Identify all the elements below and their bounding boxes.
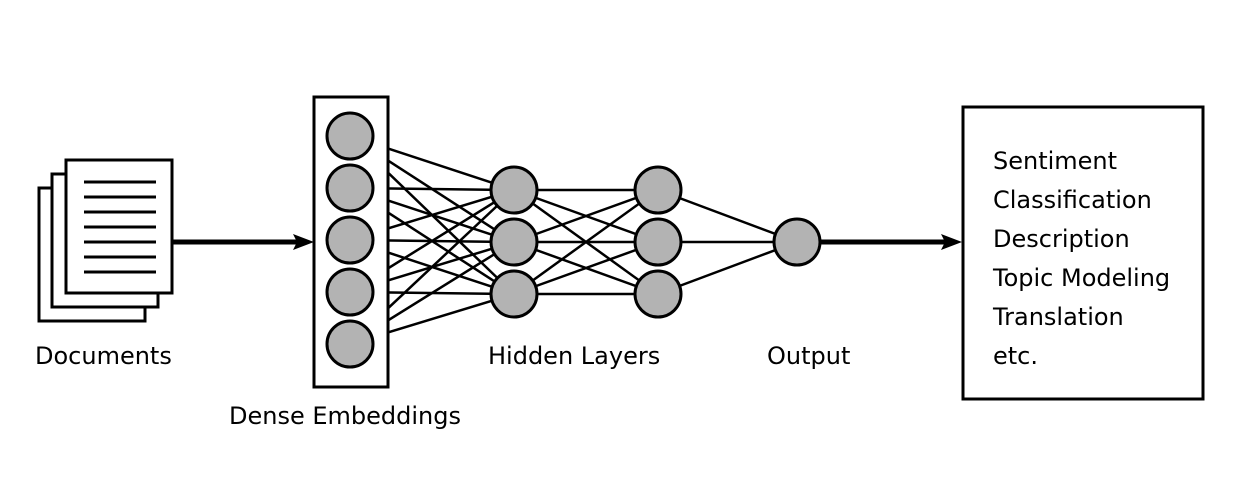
task-item: Sentiment — [993, 147, 1118, 175]
embedding-node — [325, 319, 375, 369]
hidden1-node — [489, 217, 539, 267]
network-nodes — [325, 111, 822, 369]
hidden1-node — [489, 269, 539, 319]
embedding-node — [325, 215, 375, 265]
task-item: Topic Modeling — [993, 264, 1171, 292]
task-item: Classification — [993, 186, 1152, 214]
network-edge — [513, 240, 659, 296]
embedding-node — [325, 111, 375, 161]
task-item: Description — [993, 225, 1130, 253]
network-edge — [657, 188, 798, 244]
hidden2-node — [633, 217, 683, 267]
document-stack-icon — [37, 158, 174, 323]
tasks-list: Sentiment Classification Description Top… — [993, 142, 1170, 376]
hidden-layers-label: Hidden Layers — [488, 342, 661, 370]
arrow-docs-to-embeddings — [172, 234, 314, 250]
hidden2-node — [633, 165, 683, 215]
task-item: etc. — [993, 342, 1038, 370]
embedding-node — [325, 163, 375, 213]
network-edge — [513, 188, 659, 296]
tasks-box — [961, 105, 1205, 401]
output-node — [772, 217, 822, 267]
task-item: Translation — [993, 303, 1124, 331]
embedding-node — [325, 267, 375, 317]
arrow-output-to-tasks — [820, 234, 962, 250]
documents-label: Documents — [35, 342, 172, 370]
hidden1-node — [489, 165, 539, 215]
hidden2-node — [633, 269, 683, 319]
network-edges — [349, 134, 798, 346]
dense-embeddings-label: Dense Embeddings — [229, 402, 461, 430]
output-label: Output — [767, 342, 851, 370]
network-edge — [657, 240, 798, 296]
network-edge — [513, 188, 659, 244]
